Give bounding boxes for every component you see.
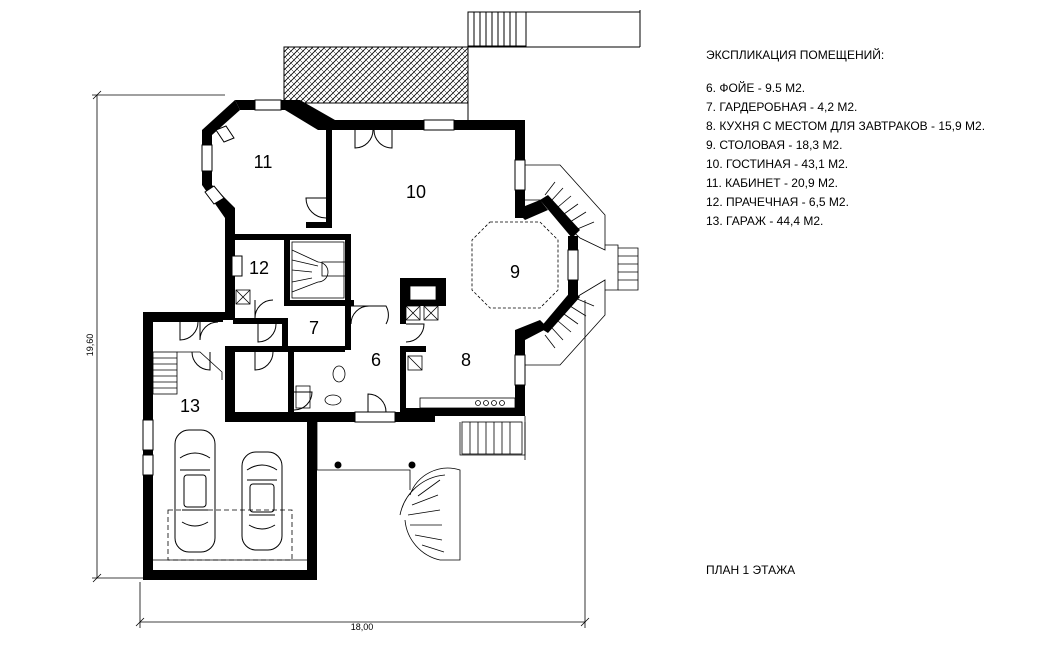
plan-title: ПЛАН 1 ЭТАЖА bbox=[706, 563, 796, 577]
room-label-10: 10 bbox=[406, 182, 426, 202]
fireplace-opening bbox=[409, 285, 437, 301]
bay-stairs bbox=[525, 164, 639, 366]
legend-item: 8. КУХНЯ С МЕСТОМ ДЛЯ ЗАВТРАКОВ - 15,9 М… bbox=[706, 119, 986, 133]
dining-table-outline bbox=[471, 221, 559, 309]
room-label-8: 8 bbox=[461, 350, 471, 370]
dimension-lines bbox=[92, 90, 590, 628]
inner-stair bbox=[291, 241, 347, 299]
legend-item: 11. КАБИНЕТ - 20,9 М2. bbox=[706, 176, 838, 190]
legend-item: 6. ФОЙЕ - 9.5 М2. bbox=[706, 81, 806, 95]
room-label-12: 12 bbox=[249, 258, 269, 278]
room-label-13: 13 bbox=[180, 396, 200, 416]
windows bbox=[142, 99, 579, 476]
column-right bbox=[408, 461, 416, 469]
fixtures bbox=[235, 289, 516, 409]
car-left bbox=[174, 429, 216, 553]
legend-item: 10. ГОСТИНАЯ - 43,1 М2. bbox=[706, 157, 849, 171]
room-label-6: 6 bbox=[371, 350, 381, 370]
legend-item: 9. СТОЛОВАЯ - 18,3 М2. bbox=[706, 138, 843, 152]
dimension-width: 18,00 bbox=[351, 622, 374, 632]
top-stair bbox=[467, 11, 640, 47]
room-label-9: 9 bbox=[510, 262, 520, 282]
garage-dashed-zone bbox=[167, 509, 293, 561]
entrance-porch bbox=[316, 416, 526, 561]
legend-item: 7. ГАРДЕРОБНАЯ - 4,2 М2. bbox=[706, 100, 858, 114]
doors bbox=[179, 129, 425, 413]
car-right bbox=[241, 451, 283, 551]
terrace-hatched bbox=[283, 46, 469, 104]
room-explication: ЭКСПЛИКАЦИЯ ПОМЕЩЕНИЙ: 6. ФОЙЕ - 9.5 М2.… bbox=[706, 46, 1056, 231]
room-label-7: 7 bbox=[309, 318, 319, 338]
room-label-11: 11 bbox=[254, 152, 273, 172]
legend-item: 13. ГАРАЖ - 44,4 М2. bbox=[706, 214, 824, 228]
column-left bbox=[334, 461, 342, 469]
dimension-height: 19,60 bbox=[85, 334, 95, 357]
exterior-walls bbox=[143, 100, 580, 580]
garage-stair bbox=[152, 351, 223, 395]
legend-item: 12. ПРАЧЕЧНАЯ - 6,5 М2. bbox=[706, 195, 849, 209]
legend-title: ЭКСПЛИКАЦИЯ ПОМЕЩЕНИЙ: bbox=[706, 48, 885, 62]
